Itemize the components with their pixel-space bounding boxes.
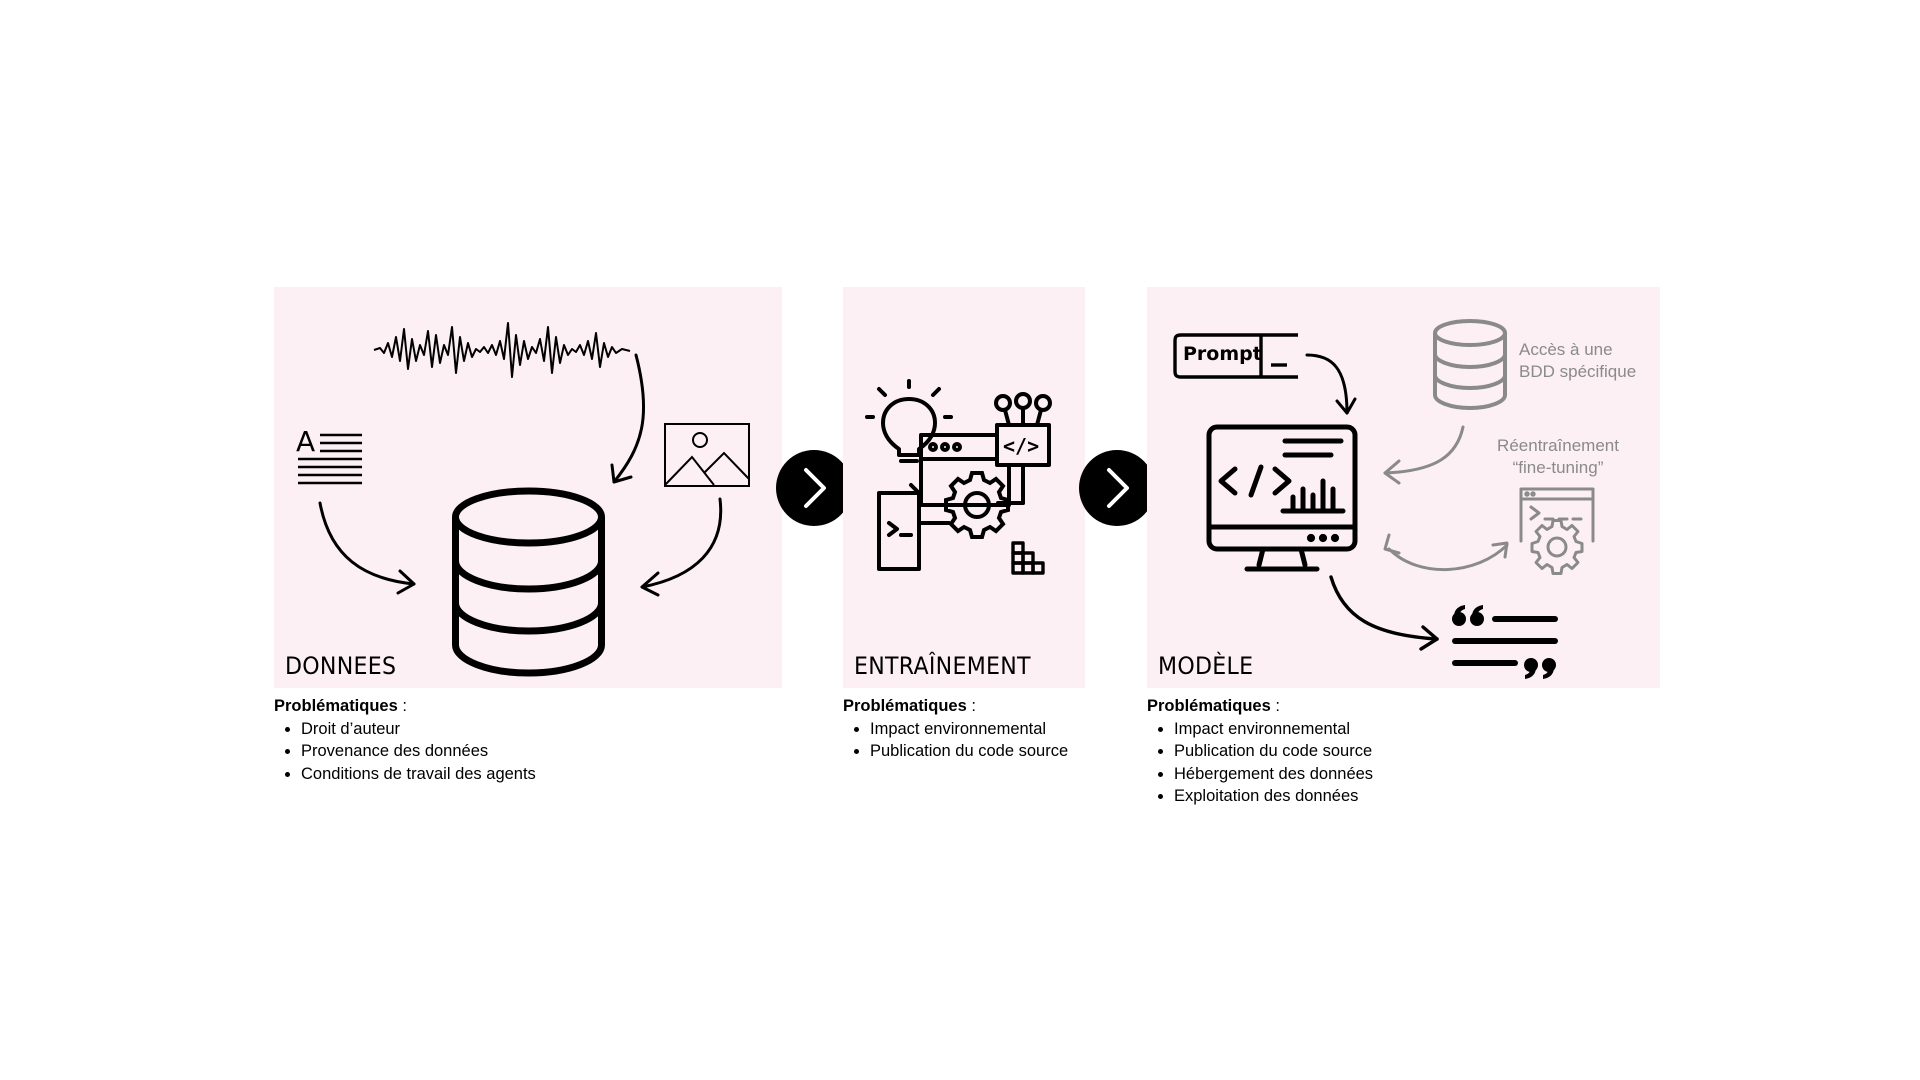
text-document-icon: A xyxy=(296,425,362,485)
panel-entrainement: </> xyxy=(843,287,1085,688)
code-window-icon: </> xyxy=(994,392,1052,467)
finetune-label-line-1: Réentraînement xyxy=(1497,436,1619,455)
issues-list: Droit d’auteur Provenance des données Co… xyxy=(274,718,536,786)
gear-icon xyxy=(963,491,991,519)
issues-list: Impact environnemental Publication du co… xyxy=(843,718,1068,763)
prompt-box xyxy=(1173,333,1298,379)
next-stage-arrow-1 xyxy=(776,450,852,526)
list-item: Publication du code source xyxy=(870,740,1068,763)
finetune-label-line-2: “fine-tuning” xyxy=(1512,458,1604,477)
waveform-icon xyxy=(373,322,631,378)
monitor-code-icon xyxy=(1206,424,1358,572)
stage-title-entrainement: ENTRAÎNEMENT xyxy=(854,652,1031,680)
issues-donnees: Problématiques : Droit d’auteur Provenan… xyxy=(274,695,536,785)
lightbulb-icon xyxy=(865,379,953,463)
prompt-label: Prompt xyxy=(1183,343,1262,365)
db-access-label: Accès à une BDD spécifique xyxy=(1519,339,1636,383)
settings-window-icon xyxy=(1519,487,1595,575)
svg-text:A: A xyxy=(296,425,315,458)
list-item: Publication du code source xyxy=(1174,740,1373,763)
issues-header-bold: Problématiques xyxy=(843,697,967,715)
list-item: Conditions de travail des agents xyxy=(301,763,536,786)
list-item: Provenance des données xyxy=(301,740,536,763)
issues-header-suffix: : xyxy=(966,697,976,715)
database-icon xyxy=(452,487,605,677)
issues-header-bold: Problématiques xyxy=(274,697,398,715)
panel-modele: Prompt xyxy=(1147,287,1660,688)
issues-header: Problématiques : xyxy=(274,695,536,718)
quote-icon xyxy=(1452,605,1558,679)
issues-header-suffix: : xyxy=(1270,697,1280,715)
panel-donnees: A xyxy=(274,287,782,688)
chevron-right-icon xyxy=(804,468,826,508)
next-stage-arrow-2 xyxy=(1079,450,1155,526)
arrows-to-database xyxy=(318,353,723,597)
issues-modele: Problématiques : Impact environnemental … xyxy=(1147,695,1373,808)
db-access-label-line-1: Accès à une xyxy=(1519,340,1613,359)
issues-header: Problématiques : xyxy=(1147,695,1373,718)
finetune-label: Réentraînement “fine-tuning” xyxy=(1493,435,1623,479)
issues-entrainement: Problématiques : Impact environnemental … xyxy=(843,695,1068,763)
list-item: Exploitation des données xyxy=(1174,785,1373,808)
issues-header-suffix: : xyxy=(397,697,407,715)
stage-title-donnees: DONNEES xyxy=(285,652,397,680)
issues-header: Problématiques : xyxy=(843,695,1068,718)
blocks-icon xyxy=(1011,541,1045,575)
training-illustration: </> xyxy=(865,379,1052,575)
svg-text:</>: </> xyxy=(1003,434,1039,458)
image-icon xyxy=(664,423,750,487)
list-item: Hébergement des données xyxy=(1174,763,1373,786)
model-arrows xyxy=(1305,353,1509,651)
issues-header-bold: Problématiques xyxy=(1147,697,1271,715)
db-access-label-line-2: BDD spécifique xyxy=(1519,362,1637,381)
stage-title-modele: MODÈLE xyxy=(1158,652,1254,680)
issues-list: Impact environnemental Publication du co… xyxy=(1147,718,1373,808)
database-icon xyxy=(1433,319,1507,411)
list-item: Impact environnemental xyxy=(870,718,1068,741)
list-item: Droit d’auteur xyxy=(301,718,536,741)
terminal-icon xyxy=(877,483,921,571)
list-item: Impact environnemental xyxy=(1174,718,1373,741)
chevron-right-icon xyxy=(1107,468,1129,508)
